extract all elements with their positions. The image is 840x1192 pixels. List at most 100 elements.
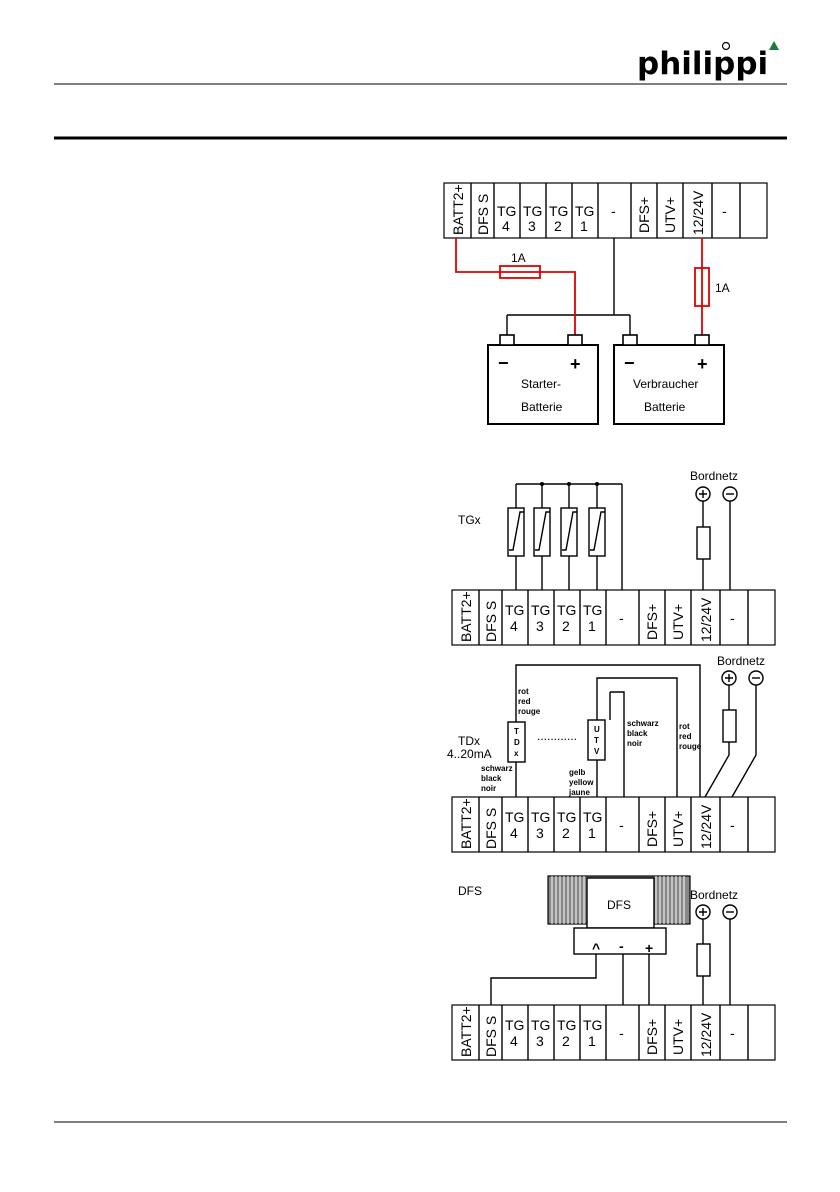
terminal-label: DFS S [483,808,499,849]
terminal-label: 2 [562,618,570,634]
wire-color-label: rot [518,687,529,696]
terminal-label: UTV+ [670,604,686,640]
battery-plus: + [697,354,708,374]
diagram-battery-wiring: BATT2+ DFS S TG 4 TG 3 TG 2 TG 1 - DFS+ … [443,182,768,425]
terminal-label: UTV+ [662,197,678,233]
wire-color-label: black [627,729,648,738]
wire-color-label: black [481,774,502,783]
wire-color-label: gelb [569,768,586,777]
terminal-label: 4 [510,1033,518,1049]
terminal-label: TG [549,203,568,219]
terminal-label: 2 [554,218,562,234]
terminal-label: - [730,610,735,626]
fuse-left-label: 1A [511,251,526,265]
terminal-label: 4 [502,218,510,234]
terminal-label: TG [505,602,524,618]
bordnetz-label: Bordnetz [690,888,738,902]
dots-separator: ............ [537,729,577,743]
terminal-label: DFS+ [644,604,660,640]
terminal-label: TG [575,203,594,219]
terminal-label: TG [505,809,524,825]
wire-color-label: yellow [569,778,594,787]
terminal-label: TG [557,1017,576,1033]
wire-color-label: red [679,732,692,741]
terminal-label: - [619,1025,624,1041]
terminal-label: TG [583,602,602,618]
wire-color-label: rot [679,722,690,731]
terminal-label: 12/24V [690,190,706,235]
battery-label: Verbraucher [633,377,698,391]
verbraucher-battery: − + Verbraucher Batterie [613,334,725,425]
bordnetz-label: Bordnetz [690,469,738,483]
thermistor-icon [533,507,551,557]
thermistor-icon [560,507,578,557]
fuse-icon [696,526,711,560]
terminal-label: 3 [536,825,544,841]
terminal-label: 4 [510,825,518,841]
terminal-label: DFS+ [644,1019,660,1055]
tdx-box-letter: x [514,749,519,758]
terminal-label: 12/24V [698,1012,714,1057]
terminal-label: TG [557,809,576,825]
terminal-strip-3: BATT2+ DFS S TG 4 TG 3 TG 2 TG 1 - DFS+ … [451,796,776,853]
terminal-label: 3 [536,618,544,634]
terminal-label: - [730,817,735,833]
tdx-label: TDx [458,734,480,748]
utv-box-letter: V [594,747,600,756]
tgx-label: TGx [458,513,481,527]
terminal-label: - [730,1025,735,1041]
tdx-box-letter: D [514,738,520,747]
brand-logo: philippi [637,46,768,82]
dfs-label: DFS [458,884,482,898]
wire-color-label: schwarz [627,719,659,728]
wire-color-label: rouge [679,742,702,751]
terminal-strip-2: BATT2+ DFS S TG 4 TG 3 TG 2 TG 1 - DFS+ … [451,589,776,646]
wire-color-label: red [518,697,531,706]
terminal-label: 3 [528,218,536,234]
battery-minus: − [624,353,635,373]
wire-color-label: noir [481,784,496,793]
fuse-right-label: 1A [715,281,730,295]
tdx-range-label: 4..20mA [447,747,492,761]
thermistor-icon [588,507,606,557]
terminal-label: TG [557,602,576,618]
terminal-label: 2 [562,825,570,841]
brand-dot-icon [721,41,731,51]
dfs-sensor-icon: DFS ^ - + [547,875,691,956]
terminal-label: 1 [588,1033,596,1049]
terminal-label: UTV+ [670,811,686,847]
terminal-label: TG [523,203,542,219]
terminal-label: DFS S [483,1016,499,1057]
wire-color-label: schwarz [481,764,513,773]
terminal-label: TG [531,602,550,618]
header: philippi [54,41,787,140]
battery-label: Batterie [644,400,686,414]
dfs-pin-label: - [619,938,624,954]
terminal-label: BATT2+ [458,798,474,849]
terminal-label: - [611,203,616,219]
terminal-label: DFS S [475,194,491,235]
terminal-label: TG [531,1017,550,1033]
wire-color-label: jaune [568,788,590,797]
terminal-label: BATT2+ [458,591,474,642]
battery-plus: + [570,354,581,374]
dfs-sensor-label: DFS [607,898,631,912]
fuse-icon [722,709,737,743]
terminal-label: 1 [588,618,596,634]
terminal-label: DFS S [483,601,499,642]
starter-battery: − + Starter- Batterie [487,334,599,425]
brand-triangle-icon [769,41,779,50]
terminal-label: BATT2+ [458,1006,474,1057]
battery-label: Starter- [521,377,561,391]
terminal-label: 2 [562,1033,570,1049]
fuse-icon [696,943,711,977]
terminal-strip-4: BATT2+ DFS S TG 4 TG 3 TG 2 TG 1 - DFS+ … [451,1004,776,1061]
terminal-label: TG [583,809,602,825]
diagram-tgx: TGx Bordnetz [451,469,776,646]
terminal-label: - [722,203,727,219]
dfs-pin-label: ^ [592,940,600,956]
wire-color-label: noir [627,739,642,748]
terminal-label: DFS+ [636,197,652,233]
dfs-pin-label: + [645,940,653,956]
